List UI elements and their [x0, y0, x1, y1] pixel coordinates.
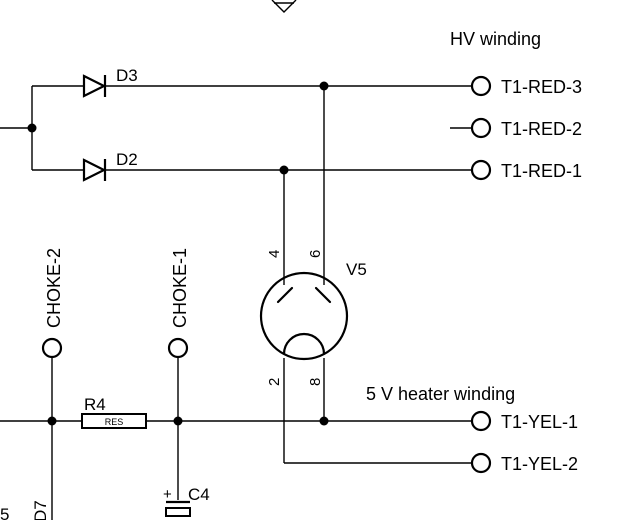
- capacitor-c4: [165, 500, 191, 517]
- r4-body-label: RES: [105, 417, 124, 427]
- rectifier-tube-v5: [259, 271, 349, 361]
- t1-yel-2-label: T1-YEL-2: [501, 454, 578, 474]
- heater-winding-heading: 5 V heater winding: [366, 384, 515, 404]
- terminal-t1-red-3: [470, 75, 492, 97]
- terminal-t1-red-2: [470, 117, 492, 139]
- c4-label: C4: [188, 485, 210, 504]
- t1-red-1-label: T1-RED-1: [501, 161, 582, 181]
- tube-pin-6: 6: [307, 250, 324, 258]
- t1-red-3-label: T1-RED-3: [501, 77, 582, 97]
- junction-dot: [279, 165, 289, 175]
- choke-1-label: CHOKE-1: [170, 248, 190, 328]
- junction-dot: [319, 81, 329, 91]
- junction-dot: [27, 123, 37, 133]
- diode-d3: [82, 74, 107, 98]
- d3-label: D3: [116, 66, 138, 85]
- t1-red-2-label: T1-RED-2: [501, 119, 582, 139]
- terminal-choke-1: [167, 337, 189, 359]
- d2-label: D2: [116, 150, 138, 169]
- partial-ref-corner: 5: [0, 505, 9, 520]
- terminal-t1-red-1: [470, 159, 492, 181]
- c4-polarity: +: [163, 486, 172, 503]
- tube-pin-8: 8: [307, 378, 324, 386]
- t1-yel-1-label: T1-YEL-1: [501, 412, 578, 432]
- v5-label: V5: [346, 260, 367, 279]
- terminal-t1-yel-2: [470, 452, 492, 474]
- terminal-choke-2: [41, 337, 63, 359]
- r4-label: R4: [84, 395, 106, 414]
- diode-d2: [82, 158, 107, 182]
- partial-ref-d7: D7: [31, 500, 50, 520]
- hv-winding-heading: HV winding: [450, 29, 541, 49]
- resistor-r4: [81, 413, 147, 429]
- filter-wiring: [0, 358, 472, 520]
- top-arrow-marker: [271, 0, 297, 13]
- tube-pin-4: 4: [266, 250, 283, 258]
- choke-2-label: CHOKE-2: [44, 248, 64, 328]
- hv-wiring: [0, 85, 472, 464]
- tube-pin-2: 2: [266, 378, 283, 386]
- terminal-t1-yel-1: [470, 410, 492, 432]
